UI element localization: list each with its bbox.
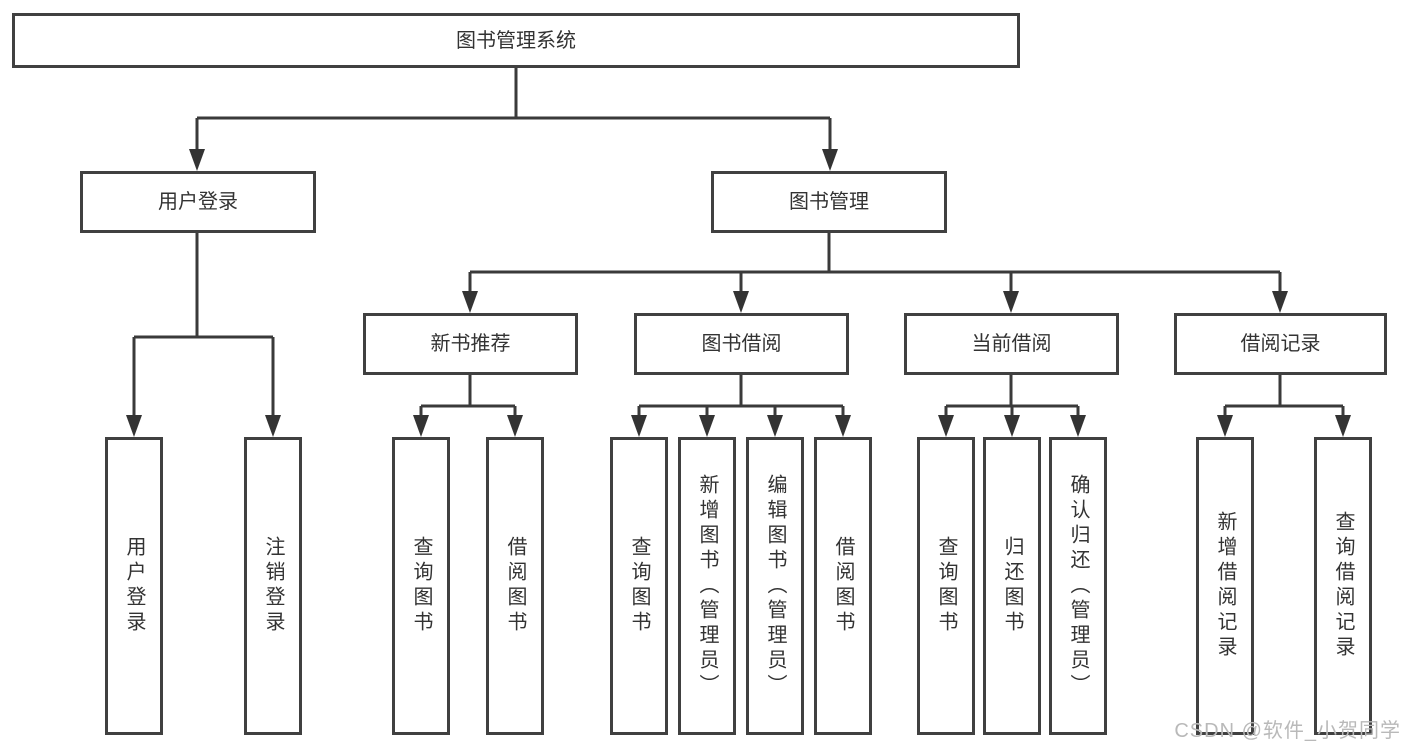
arrow-down-icon	[1004, 415, 1020, 437]
node-label: 注销登录	[262, 536, 284, 636]
arrow-down-icon	[767, 415, 783, 437]
node-label: 新增图书（管理员）	[696, 473, 718, 699]
csdn-watermark: CSDN @软件_小贺同学	[1174, 720, 1401, 742]
node-label: 归还图书	[1001, 536, 1023, 636]
node-label: 确认归还（管理员）	[1067, 473, 1089, 699]
node-query-books-under-current: 查询图书	[917, 437, 975, 735]
edge-newbook-to-children	[419, 375, 517, 419]
node-query-borrow-record: 查询借阅记录	[1314, 437, 1372, 735]
node-borrow-books-under-borrowing: 借阅图书	[814, 437, 872, 735]
arrow-down-icon	[462, 291, 478, 313]
arrow-down-icon	[189, 149, 205, 171]
node-label: 图书管理系统	[456, 29, 576, 52]
node-label: 查询图书	[935, 536, 957, 636]
node-user-login-branch: 用户登录	[80, 171, 316, 233]
node-borrowing-records: 借阅记录	[1174, 313, 1387, 375]
arrow-down-icon	[126, 415, 142, 437]
node-query-books-under-borrowing: 查询图书	[610, 437, 668, 735]
arrow-down-icon	[265, 415, 281, 437]
arrow-down-icon	[835, 415, 851, 437]
arrow-down-icon	[1217, 415, 1233, 437]
node-label: 图书管理	[789, 191, 869, 213]
arrow-down-icon	[1003, 291, 1019, 313]
node-library-management-system: 图书管理系统	[12, 13, 1020, 68]
node-label: 当前借阅	[971, 333, 1052, 355]
arrow-down-icon	[1070, 415, 1086, 437]
node-label: 新增借阅记录	[1214, 511, 1236, 661]
node-book-management-branch: 图书管理	[711, 171, 947, 233]
node-query-books-under-newbook: 查询图书	[392, 437, 450, 735]
arrow-down-icon	[938, 415, 954, 437]
arrow-down-icon	[507, 415, 523, 437]
node-confirm-return-admin: 确认归还（管理员）	[1049, 437, 1107, 735]
arrow-down-icon	[413, 415, 429, 437]
node-label: 查询借阅记录	[1332, 511, 1354, 661]
node-user-login-leaf: 用户登录	[105, 437, 163, 735]
edge-current-to-children	[944, 375, 1080, 419]
node-book-borrowing: 图书借阅	[634, 313, 849, 375]
node-label: 用户登录	[123, 536, 145, 636]
edge-login-to-children	[132, 233, 275, 419]
node-add-borrow-record: 新增借阅记录	[1196, 437, 1254, 735]
edge-mgmt-to-level3	[468, 233, 1282, 295]
node-new-book-recommendation: 新书推荐	[363, 313, 578, 375]
arrow-down-icon	[1272, 291, 1288, 313]
arrow-down-icon	[822, 149, 838, 171]
node-borrow-books-under-newbook: 借阅图书	[486, 437, 544, 735]
edge-borrow-to-children	[637, 375, 845, 419]
node-return-books: 归还图书	[983, 437, 1041, 735]
node-current-borrowing: 当前借阅	[904, 313, 1119, 375]
node-label: 查询图书	[410, 536, 432, 636]
edge-records-to-children	[1223, 375, 1345, 419]
arrow-down-icon	[1335, 415, 1351, 437]
node-label: 借阅图书	[504, 536, 526, 636]
node-add-books-admin: 新增图书（管理员）	[678, 437, 736, 735]
arrow-down-icon	[733, 291, 749, 313]
node-label: 查询图书	[628, 536, 650, 636]
edge-root-to-level2	[195, 68, 832, 153]
node-logout-leaf: 注销登录	[244, 437, 302, 735]
node-label: 用户登录	[158, 191, 238, 213]
node-label: 编辑图书（管理员）	[764, 473, 786, 699]
arrow-down-icon	[699, 415, 715, 437]
arrow-down-icon	[631, 415, 647, 437]
node-label: 借阅图书	[832, 536, 854, 636]
node-edit-books-admin: 编辑图书（管理员）	[746, 437, 804, 735]
node-label: 图书借阅	[701, 333, 782, 355]
node-label: 新书推荐	[430, 333, 511, 355]
node-label: 借阅记录	[1240, 333, 1321, 355]
